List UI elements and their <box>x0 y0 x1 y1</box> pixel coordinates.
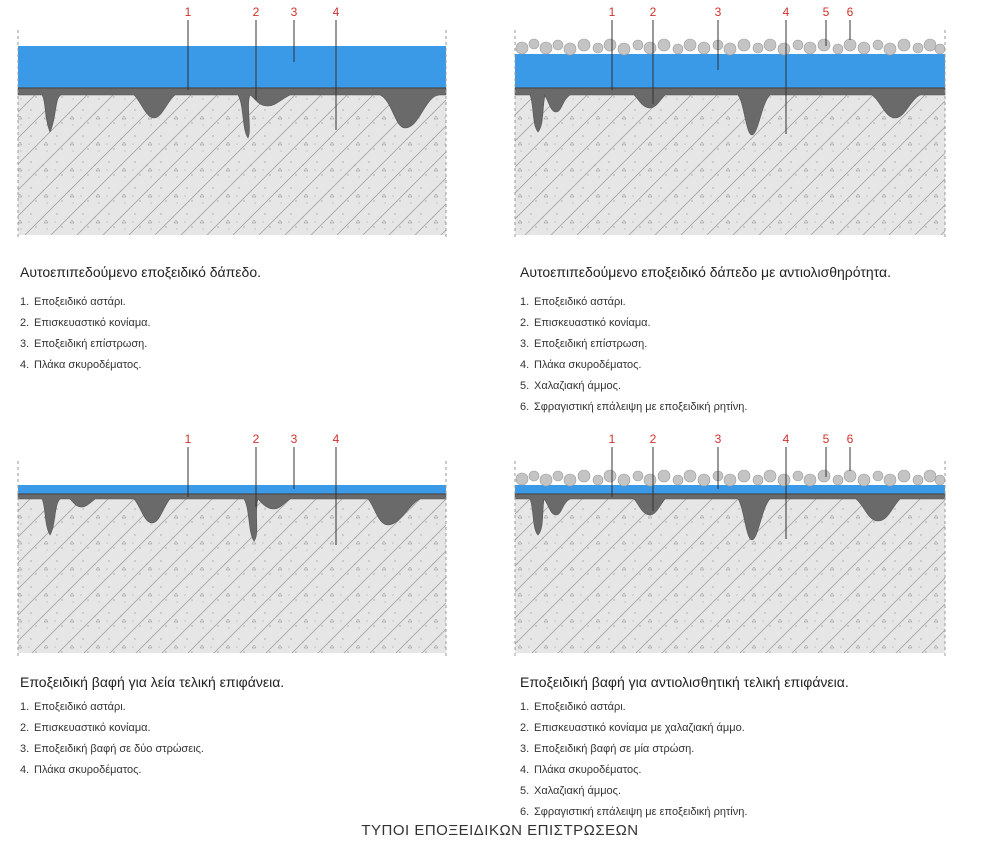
legend-item: 2.Επισκευαστικό κονίαμα. <box>20 317 151 329</box>
panel-caption: Εποξειδική βαφή για λεία τελική επιφάνει… <box>20 674 285 690</box>
legend-list: 1.Εποξειδικό αστάρι. 2.Επισκευαστικό κον… <box>520 292 747 418</box>
concrete-slab <box>515 92 945 235</box>
marker-label-5: 5 <box>823 5 830 19</box>
panel-caption: Αυτοεπιπεδούμενο εποξειδικό δάπεδο με αν… <box>520 264 891 280</box>
legend-item: 5.Χαλαζιακή άμμος. <box>520 785 622 797</box>
legend-item: 2.Επισκευαστικό κονίαμα. <box>20 722 151 734</box>
mortar-fill <box>514 492 946 541</box>
legend-item: 4.Πλάκα σκυροδέματος. <box>520 359 642 371</box>
concrete-slab <box>515 495 945 653</box>
diagram-panel-2: 1 2 3 4 5 6 Αυτοεπιπεδούμενο εποξειδικό … <box>500 0 980 420</box>
epoxy-coating <box>18 46 446 88</box>
cross-section-1: 1 2 3 4 <box>17 5 447 240</box>
legend-item: 4.Πλάκα σκυροδέματος. <box>20 359 142 371</box>
legend-item: 6.Σφραγιστική επάλειψη με εποξειδική ρητ… <box>520 806 748 818</box>
legend-item: 1.Εποξειδικό αστάρι. <box>20 296 126 308</box>
cross-section-3: 1 2 3 4 <box>17 432 447 657</box>
legend-item: 1.Εποξειδικό αστάρι. <box>520 701 626 713</box>
marker-label-1: 1 <box>185 432 192 446</box>
marker-label-6: 6 <box>847 432 854 446</box>
cross-section-4: 1 2 3 4 5 6 <box>514 432 946 657</box>
marker-label-4: 4 <box>783 432 790 446</box>
legend-item: 3.Εποξειδική επίστρωση. <box>520 338 648 350</box>
marker-label-5: 5 <box>823 432 830 446</box>
marker-label-3: 3 <box>715 5 722 19</box>
marker-label-1: 1 <box>609 432 616 446</box>
diagram-panel-4: 1 2 3 4 5 6 Εποξειδική βαφή για αντιολισ… <box>500 425 980 818</box>
diagram-panel-1: 1 2 3 4 Αυτοεπιπεδούμενο εποξειδικό δάπε… <box>0 0 480 420</box>
mortar-fill <box>17 492 447 542</box>
panel-caption: Αυτοεπιπεδούμενο εποξειδικό δάπεδο. <box>20 264 262 280</box>
marker-label-4: 4 <box>783 5 790 19</box>
quartz-sand <box>515 38 946 56</box>
legend-item: 6.Σφραγιστική επάλειψη με εποξειδική ρητ… <box>520 401 748 413</box>
marker-label-3: 3 <box>715 432 722 446</box>
diagram-panel-3: 1 2 3 4 Εποξειδική βαφή για λεία τελική … <box>0 425 480 815</box>
marker-label-2: 2 <box>650 5 657 19</box>
legend-item: 3.Εποξειδική βαφή σε δύο στρώσεις. <box>20 743 204 755</box>
legend-item: 4.Πλάκα σκυροδέματος. <box>520 764 642 776</box>
cross-section-2: 1 2 3 4 5 6 <box>514 5 946 240</box>
epoxy-paint-layer <box>18 485 446 494</box>
legend-item: 3.Εποξειδική βαφή σε μία στρώση. <box>520 743 695 755</box>
legend-list: 1.Εποξειδικό αστάρι. 2.Επισκευαστικό κον… <box>20 697 204 781</box>
marker-label-3: 3 <box>291 432 298 446</box>
legend-list: 1.Εποξειδικό αστάρι. 2.Επισκευαστικό κον… <box>20 292 151 376</box>
concrete-slab <box>18 92 446 235</box>
mortar-fill <box>17 87 447 139</box>
marker-label-6: 6 <box>847 5 854 19</box>
marker-label-2: 2 <box>650 432 657 446</box>
panel-caption: Εποξειδική βαφή για αντιολισθητική τελικ… <box>520 674 849 690</box>
legend-item: 2.Επισκευαστικό κονίαμα. <box>520 317 651 329</box>
marker-label-4: 4 <box>333 432 340 446</box>
marker-label-1: 1 <box>185 5 192 19</box>
marker-label-3: 3 <box>291 5 298 19</box>
epoxy-paint-layer <box>515 485 945 494</box>
figure-title: ΤΥΠΟΙ ΕΠΟΞΕΙΔΙΚΩΝ ΕΠΙΣΤΡΩΣΕΩΝ <box>361 822 639 839</box>
epoxy-coating <box>515 54 945 88</box>
marker-label-1: 1 <box>609 5 616 19</box>
legend-item: 1.Εποξειδικό αστάρι. <box>520 296 626 308</box>
legend-item: 3.Εποξειδική επίστρωση. <box>20 338 148 350</box>
legend-item: 1.Εποξειδικό αστάρι. <box>20 701 126 713</box>
legend-item: 5.Χαλαζιακή άμμος. <box>520 380 622 392</box>
legend-list: 1.Εποξειδικό αστάρι. 2.Επισκευαστικό κον… <box>520 697 747 823</box>
marker-label-2: 2 <box>253 432 260 446</box>
marker-label-2: 2 <box>253 5 260 19</box>
legend-item: 2.Επισκευαστικό κονίαμα με χαλαζιακή άμμ… <box>520 722 745 734</box>
quartz-sand <box>515 469 946 487</box>
marker-label-4: 4 <box>333 5 340 19</box>
mortar-fill <box>514 87 946 136</box>
legend-item: 4.Πλάκα σκυροδέματος. <box>20 764 142 776</box>
concrete-slab <box>18 495 446 653</box>
